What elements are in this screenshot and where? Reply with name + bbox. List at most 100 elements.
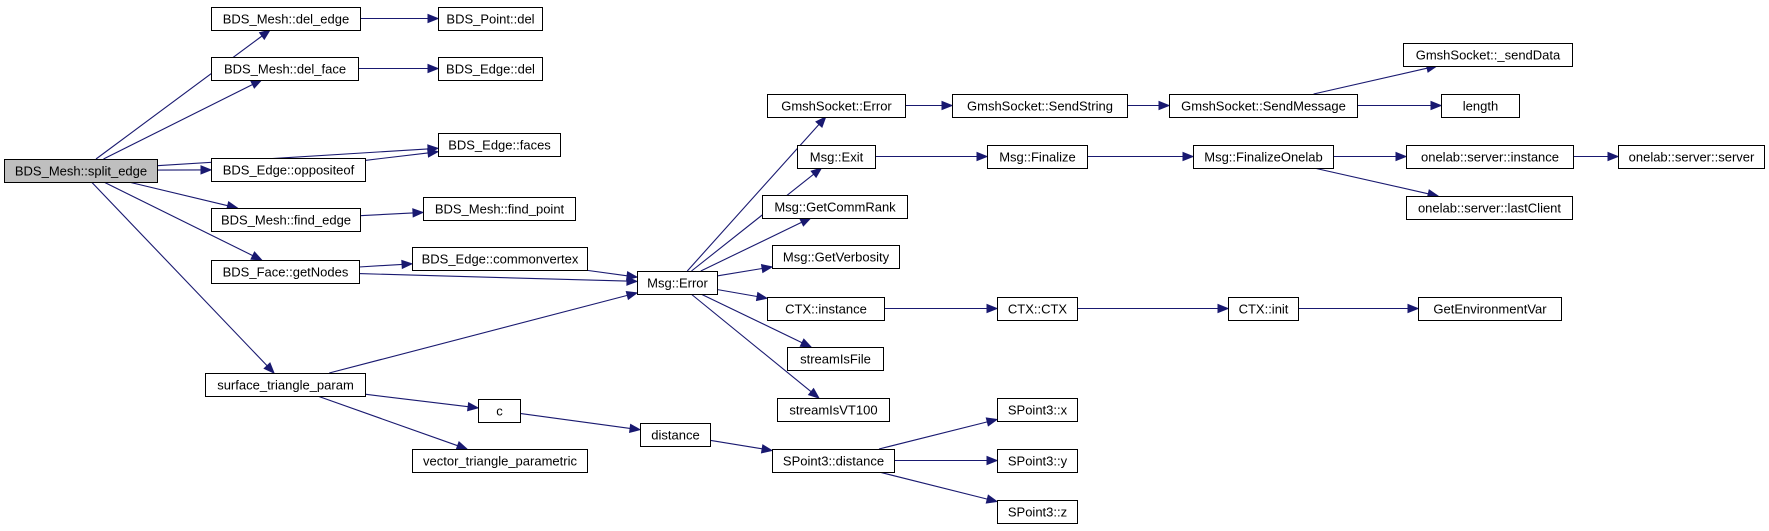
node-msg_exit[interactable]: Msg::Exit [797,145,876,169]
node-streamisvt100[interactable]: streamIsVT100 [777,398,890,422]
node-label: BDS_Edge::commonvertex [422,252,579,267]
node-box[interactable] [772,245,900,269]
node-vector_triangle_parametric[interactable]: vector_triangle_parametric [412,449,588,473]
node-msg_error[interactable]: Msg::Error [637,271,718,295]
edge-surface_triangle_param-to-msg_error [329,291,639,374]
node-del_edge[interactable]: BDS_Mesh::del_edge [211,7,361,31]
node-box[interactable] [211,158,366,182]
node-box[interactable] [997,398,1078,422]
node-finalize[interactable]: Msg::Finalize [987,145,1088,169]
node-ctx_ctx[interactable]: CTX::CTX [997,297,1078,321]
node-lastclient[interactable]: onelab::server::lastClient [1406,196,1573,220]
node-box[interactable] [1618,145,1765,169]
node-streamisfile[interactable]: streamIsFile [787,347,884,371]
node-box[interactable] [412,247,588,271]
node-box[interactable] [438,133,561,157]
node-split_edge[interactable]: BDS_Mesh::split_edge [4,159,158,183]
node-ctx_instance[interactable]: CTX::instance [767,297,885,321]
node-os_server[interactable]: onelab::server::server [1618,145,1765,169]
node-box[interactable] [797,145,876,169]
node-box[interactable] [767,94,906,118]
edge-arrowhead [941,100,954,111]
node-edge_del[interactable]: BDS_Edge::del [438,57,543,81]
node-box[interactable] [772,449,895,473]
edge-sendstring-to-sendmessage [1127,100,1171,111]
node-gs_error[interactable]: GmshSocket::Error [767,94,906,118]
edge-line [878,471,988,500]
node-box[interactable] [478,399,521,423]
node-find_edge[interactable]: BDS_Mesh::find_edge [211,208,361,232]
node-box[interactable] [997,297,1078,321]
node-box[interactable] [211,260,360,284]
node-distance[interactable]: distance [640,423,711,447]
node-getcommrank[interactable]: Msg::GetCommRank [762,195,908,219]
node-box[interactable] [762,195,908,219]
edge-arrowhead [976,151,989,162]
edge-line [690,293,812,393]
node-box[interactable] [205,373,366,397]
node-commonvertex[interactable]: BDS_Edge::commonvertex [412,247,588,271]
node-box[interactable] [438,57,543,81]
edge-line [364,393,469,408]
node-box[interactable] [997,500,1078,524]
node-senddata[interactable]: GmshSocket::_sendData [1403,43,1573,67]
node-box[interactable] [1228,297,1299,321]
node-oppositeof[interactable]: BDS_Edge::oppositeof [211,158,366,182]
node-label: BDS_Edge::faces [448,138,551,153]
node-box[interactable] [1406,196,1573,220]
node-box[interactable] [1403,43,1573,67]
node-box[interactable] [412,449,588,473]
node-box[interactable] [1441,94,1520,118]
edge-sp_distance-to-sp_x [878,417,999,450]
node-faces[interactable]: BDS_Edge::faces [438,133,561,157]
node-length[interactable]: length [1441,94,1520,118]
node-box[interactable] [211,57,359,81]
node-point_del[interactable]: BDS_Point::del [438,7,543,31]
node-getverbosity[interactable]: Msg::GetVerbosity [772,245,900,269]
node-box[interactable] [997,449,1078,473]
node-box[interactable] [1193,145,1334,169]
node-box[interactable] [1406,145,1574,169]
node-label: BDS_Face::getNodes [223,265,349,280]
node-box[interactable] [637,271,718,295]
node-sp_y[interactable]: SPoint3::y [997,449,1078,473]
edge-find_edge-to-find_point [359,208,425,218]
node-box[interactable] [787,347,884,371]
node-c[interactable]: c [478,399,521,423]
node-box[interactable] [1169,94,1358,118]
edge-arrowhead [1395,151,1408,162]
node-ctx_init[interactable]: CTX::init [1228,297,1299,321]
node-box[interactable] [423,197,576,221]
edge-arrowhead [815,115,827,128]
node-box[interactable] [438,7,543,31]
node-getNodes[interactable]: BDS_Face::getNodes [211,260,360,284]
node-label: Msg::Error [647,276,708,291]
node-box[interactable] [777,398,890,422]
node-box[interactable] [4,159,158,183]
node-sp_z[interactable]: SPoint3::z [997,500,1078,524]
nodes-layer: BDS_Mesh::split_edgeBDS_Mesh::del_edgeBD… [4,7,1765,524]
edge-arrowhead [985,417,999,427]
node-box[interactable] [952,94,1128,118]
node-getenv[interactable]: GetEnvironmentVar [1418,297,1562,321]
node-sendstring[interactable]: GmshSocket::SendString [952,94,1128,118]
node-sendmessage[interactable]: GmshSocket::SendMessage [1169,94,1358,118]
node-surface_triangle_param[interactable]: surface_triangle_param [205,373,366,397]
node-find_point[interactable]: BDS_Mesh::find_point [423,197,576,221]
node-box[interactable] [767,297,885,321]
node-del_face[interactable]: BDS_Mesh::del_face [211,57,359,81]
edge-line [329,294,628,374]
edge-arrowhead [250,79,263,89]
node-sp_x[interactable]: SPoint3::x [997,398,1078,422]
node-box[interactable] [211,7,361,31]
node-box[interactable] [640,423,711,447]
node-box[interactable] [211,208,361,232]
edge-getNodes-to-msg_error [358,273,639,286]
node-finalizeonelab[interactable]: Msg::FinalizeOnelab [1193,145,1334,169]
node-box[interactable] [1418,297,1562,321]
edge-arrowhead [626,270,639,281]
node-os_instance[interactable]: onelab::server::instance [1406,145,1574,169]
node-sp_distance[interactable]: SPoint3::distance [772,449,895,473]
node-box[interactable] [987,145,1088,169]
edge-msg_error-to-streamisfile [700,293,813,348]
